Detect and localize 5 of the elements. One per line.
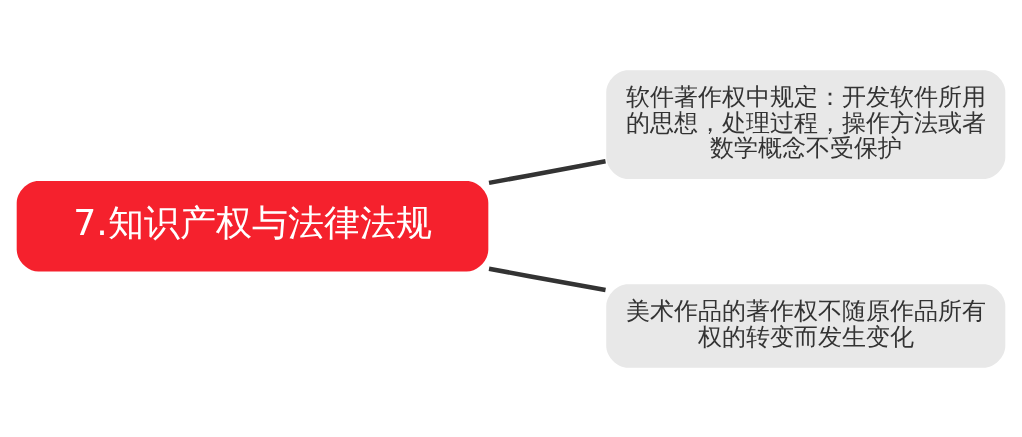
node-box: 7.知识产权与法律法规 — [16, 180, 489, 272]
node-box: 软件著作权中规定：开发软件所用的思想，处理过程，操作方法或者数学概念不受保护 — [606, 69, 1006, 179]
connector — [488, 158, 606, 185]
node-box: 美术作品的著作权不随原作品所有权的转变而发生变化 — [606, 283, 1006, 368]
connector — [488, 266, 606, 292]
